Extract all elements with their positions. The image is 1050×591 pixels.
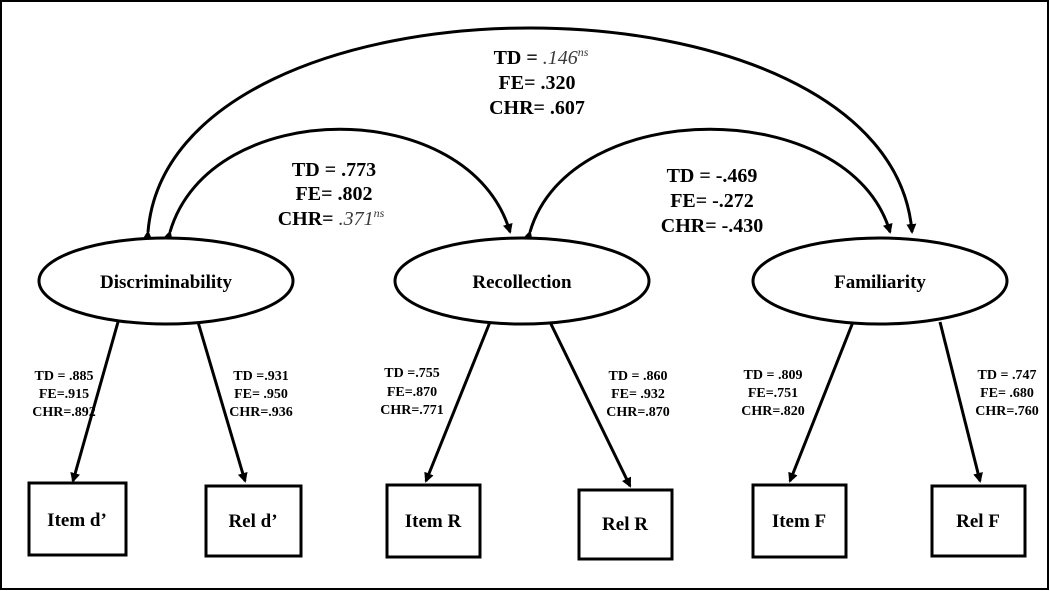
observed-rel-d: Rel d’ — [204, 484, 303, 558]
observed-rel-r-label: Rel R — [602, 514, 648, 535]
observed-item-r: Item R — [385, 483, 482, 559]
corr-disc-rec-fe: FE= .802 — [296, 183, 373, 205]
arc-recollection-familiarity — [522, 127, 893, 242]
latent-discriminability: Discriminability — [37, 236, 295, 326]
observed-item-r-label: Item R — [405, 511, 462, 532]
loading-fam-item-fe: FE=.751 — [748, 386, 798, 401]
loading-label-fam-rel: TD = .747 FE= .680 CHR=.760 — [975, 368, 1039, 419]
loading-disc-rel-chr: CHR=.936 — [229, 405, 293, 420]
corr-rec-fam-fe: FE= -.272 — [670, 190, 754, 212]
corr-disc-fam-fe: FE= .320 — [499, 72, 576, 94]
loading-rec-rel-chr: CHR=.870 — [606, 405, 670, 420]
observed-rel-d-label: Rel d’ — [228, 511, 277, 532]
corr-rec-fam-td: TD = -.469 — [667, 165, 758, 187]
loading-fam-rel-fe: FE= .680 — [980, 386, 1034, 401]
corr-disc-fam-td: TD = .146ns — [494, 45, 589, 69]
corr-disc-rec-chr: CHR= .371ns — [278, 206, 385, 230]
observed-rel-r: Rel R — [577, 488, 674, 561]
arrow-disc-rel — [196, 321, 248, 483]
loading-fam-item-td: TD = .809 — [744, 368, 803, 383]
arrow-fam-rel — [938, 321, 983, 483]
observed-item-d-label: Item d’ — [47, 510, 107, 531]
loading-fam-rel-chr: CHR=.760 — [975, 404, 1039, 419]
corr-disc-rec-td: TD = .773 — [292, 159, 376, 181]
arrow-disc-item — [70, 321, 120, 483]
loading-fam-rel-td: TD = .747 — [978, 368, 1037, 383]
latent-recollection-label: Recollection — [472, 272, 572, 293]
loading-fam-item-chr: CHR=.820 — [741, 404, 805, 419]
arc-discriminability-familiarity — [142, 26, 917, 241]
loading-rec-rel-td: TD = .860 — [609, 369, 668, 384]
arrow-rec-item — [424, 321, 492, 483]
observed-rel-f: Rel F — [930, 484, 1027, 558]
corr-label-disc-rec: TD = .773 FE= .802 CHR= .371ns — [278, 159, 385, 230]
latent-discriminability-label: Discriminability — [100, 272, 232, 293]
observed-item-f-label: Item F — [772, 511, 826, 532]
corr-disc-fam-chr: CHR= .607 — [489, 97, 585, 119]
loading-label-disc-rel: TD =.931 FE= .950 CHR=.936 — [229, 369, 293, 420]
loading-rec-rel-fe: FE= .932 — [611, 387, 665, 402]
loading-label-disc-item: TD = .885 FE=.915 CHR=.892 — [32, 369, 96, 420]
corr-rec-fam-chr: CHR= -.430 — [661, 215, 764, 237]
loading-disc-rel-td: TD =.931 — [233, 369, 288, 384]
observed-item-f: Item F — [751, 483, 848, 559]
arrow-rec-rel — [548, 321, 632, 488]
loading-rec-item-td: TD =.755 — [384, 366, 439, 381]
loading-rec-item-chr: CHR=.771 — [380, 403, 444, 418]
arrow-fam-item — [788, 321, 855, 483]
corr-label-rec-fam: TD = -.469 FE= -.272 CHR= -.430 — [661, 165, 764, 237]
loading-rec-item-fe: FE=.870 — [387, 385, 437, 400]
loading-label-rec-item: TD =.755 FE=.870 CHR=.771 — [380, 366, 444, 418]
loading-disc-item-chr: CHR=.892 — [32, 405, 96, 420]
loading-disc-rel-fe: FE= .950 — [234, 387, 288, 402]
loading-label-rec-rel: TD = .860 FE= .932 CHR=.870 — [606, 369, 670, 420]
loading-label-fam-item: TD = .809 FE=.751 CHR=.820 — [741, 368, 805, 419]
corr-label-disc-fam: TD = .146ns FE= .320 CHR= .607 — [489, 45, 589, 119]
observed-item-d: Item d’ — [27, 481, 128, 557]
arc-discriminability-recollection — [162, 127, 513, 242]
latent-familiarity-label: Familiarity — [834, 272, 926, 293]
observed-rel-f-label: Rel F — [956, 511, 1000, 532]
loading-disc-item-td: TD = .885 — [35, 369, 94, 384]
latent-recollection: Recollection — [393, 236, 651, 326]
latent-familiarity: Familiarity — [751, 236, 1009, 326]
loading-disc-item-fe: FE=.915 — [39, 387, 89, 402]
